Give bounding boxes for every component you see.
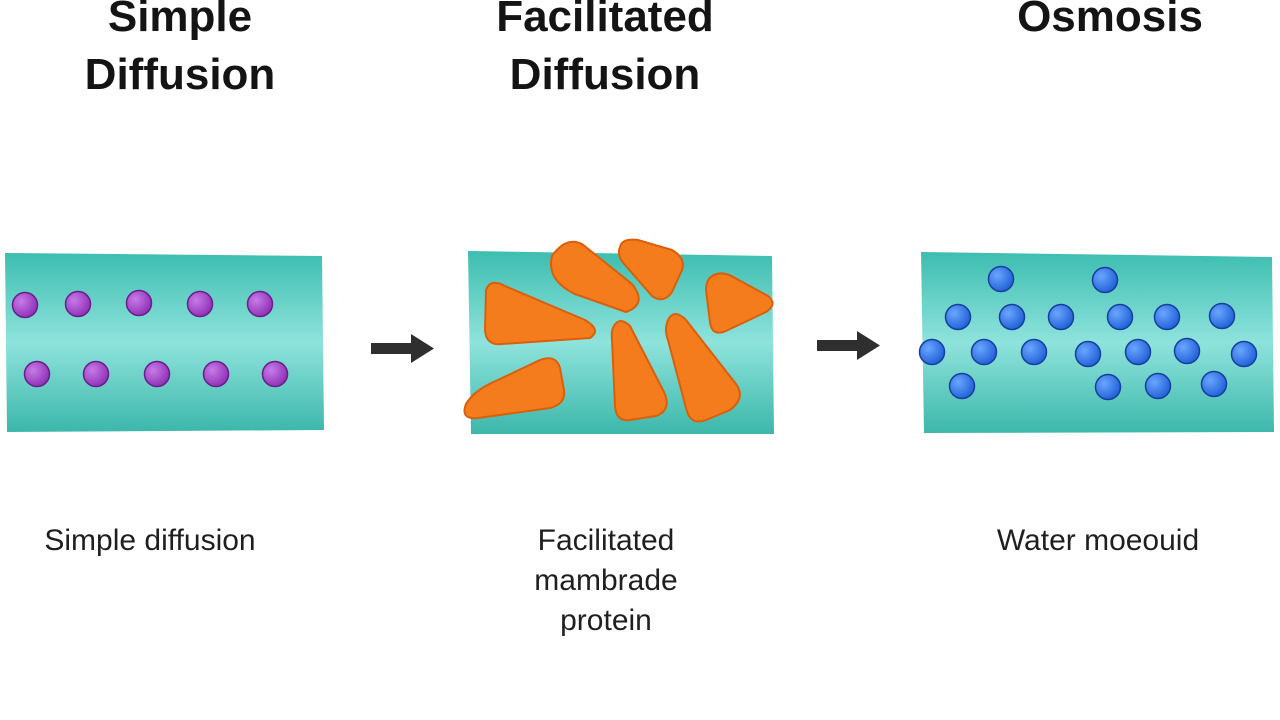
heading-line: Diffusion xyxy=(509,50,701,99)
particle xyxy=(987,265,1015,293)
particle xyxy=(261,360,289,388)
arrow-head xyxy=(857,331,880,360)
particle xyxy=(125,289,153,317)
particle xyxy=(1144,372,1172,400)
right-arrow-icon xyxy=(371,334,434,363)
particle xyxy=(944,303,972,331)
particle xyxy=(1094,373,1122,401)
particle xyxy=(1106,303,1134,331)
heading-facilitated-diffusion: Facilitated Diffusion xyxy=(460,0,750,104)
particle xyxy=(143,360,171,388)
particle xyxy=(1124,338,1152,366)
right-arrow-icon xyxy=(817,331,880,360)
particle xyxy=(1020,338,1048,366)
arrow-head xyxy=(411,334,434,363)
membrane-simple xyxy=(5,253,324,432)
particle xyxy=(64,290,92,318)
particle xyxy=(1173,337,1201,365)
particle xyxy=(1230,340,1258,368)
particle xyxy=(1200,370,1228,398)
caption-simple-diffusion: Simple diffusion xyxy=(10,521,290,561)
protein-shape xyxy=(665,313,741,423)
caption-line: Simple diffusion xyxy=(44,524,256,557)
heading-line: Diffusion xyxy=(84,50,276,99)
water-particles xyxy=(918,265,1258,401)
arrow-shaft xyxy=(817,340,861,351)
protein-shape xyxy=(610,320,668,422)
particle xyxy=(1153,303,1181,331)
membrane-proteins xyxy=(463,238,774,423)
caption-osmosis: Water moeouid xyxy=(958,521,1238,561)
particle xyxy=(246,290,274,318)
particle xyxy=(918,338,946,366)
caption-line: protein xyxy=(560,604,652,637)
heading-line: Simple xyxy=(107,0,253,41)
protein-shape xyxy=(705,272,774,334)
caption-facilitated: Facilitated mambrade protein xyxy=(476,521,736,641)
particle xyxy=(23,360,51,388)
caption-line: Facilitated xyxy=(537,524,675,557)
protein-shape xyxy=(484,281,596,346)
membrane-osmosis xyxy=(921,252,1274,433)
heading-osmosis: Osmosis xyxy=(950,0,1270,46)
arrow-shaft xyxy=(371,343,415,354)
simple-particles xyxy=(11,289,289,388)
protein-shape xyxy=(463,357,566,420)
protein-shape xyxy=(617,238,684,301)
particle xyxy=(186,290,214,318)
particle xyxy=(1074,340,1102,368)
particle xyxy=(970,338,998,366)
particle xyxy=(82,360,110,388)
particle xyxy=(948,372,976,400)
particle xyxy=(11,291,39,319)
heading-line: Osmosis xyxy=(1017,0,1203,41)
particle xyxy=(1091,266,1119,294)
particle xyxy=(1208,302,1236,330)
particle xyxy=(998,303,1026,331)
caption-line: Water moeouid xyxy=(996,524,1200,557)
heading-simple-diffusion: Simple Diffusion xyxy=(40,0,320,104)
protein-shape xyxy=(550,240,640,313)
caption-line: mambrade xyxy=(534,564,678,597)
heading-line: Facilitated xyxy=(496,0,714,41)
particle xyxy=(1047,303,1075,331)
particle xyxy=(202,360,230,388)
